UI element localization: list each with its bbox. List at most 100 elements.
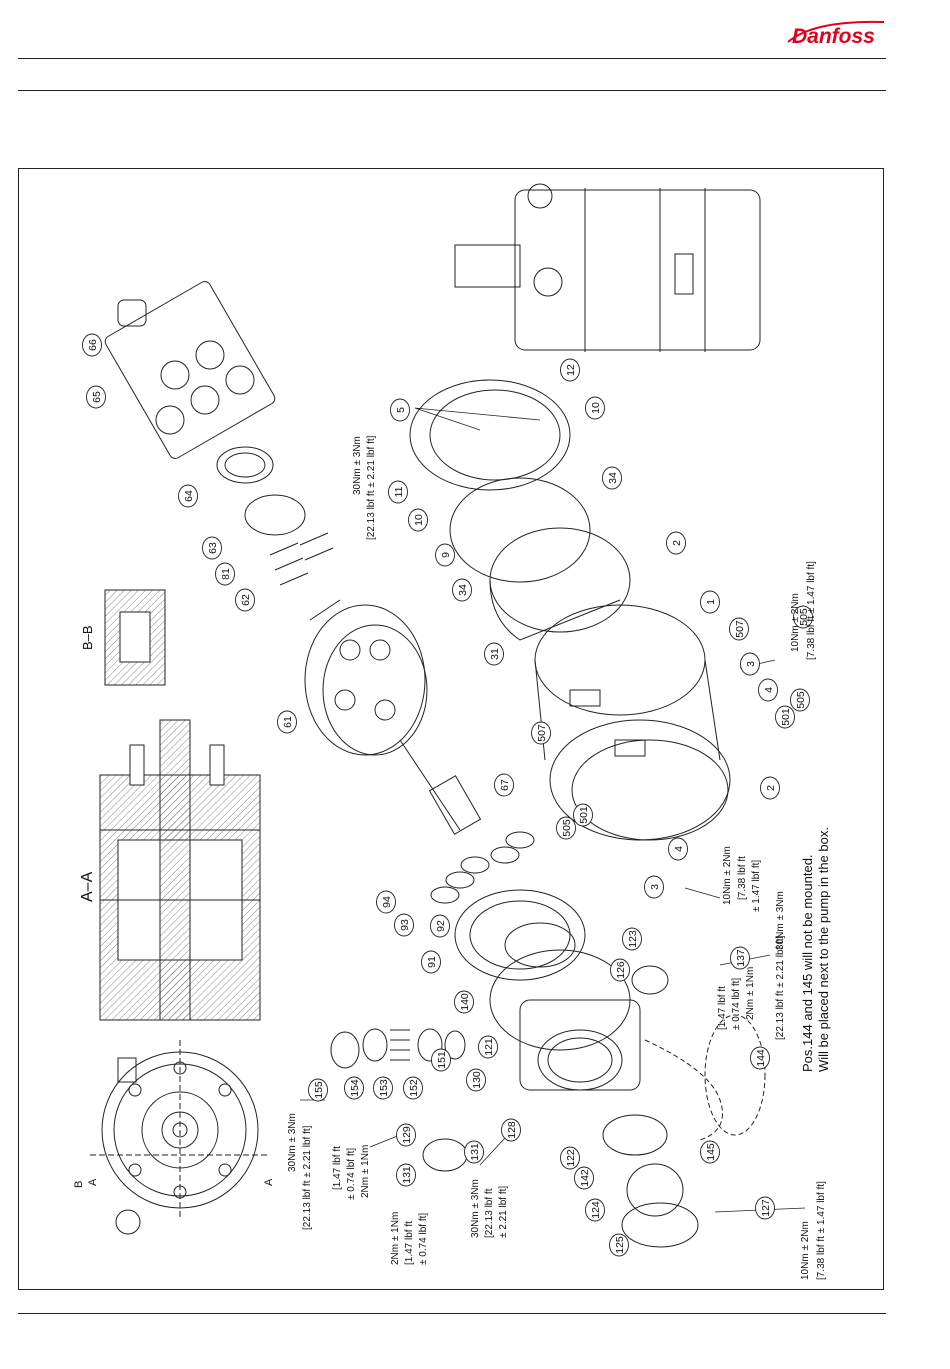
balloon-circle: [86, 385, 106, 409]
part-balloon-154: 154: [344, 1076, 364, 1100]
part-balloon-128: 128: [501, 1118, 521, 1142]
torque-10nm-a-imperial: [7.38 lbf ft ± 1.47 lbf ft]: [806, 561, 817, 660]
balloon-number: 3: [745, 661, 757, 667]
balloon-circle: [202, 536, 222, 560]
balloon-number: 61: [282, 716, 294, 728]
balloon-circle: [602, 466, 622, 490]
part-balloon-67: 67: [494, 773, 514, 797]
part-balloon-505: 505: [556, 816, 576, 840]
balloon-circle: [755, 1196, 775, 1220]
part-balloon-10: 10: [408, 508, 428, 532]
balloon-number: 63: [207, 542, 219, 554]
balloon-circle: [775, 705, 795, 729]
torque-2nm-b: 2Nm ± 1Nm: [360, 1145, 371, 1198]
torque-10nm-c: 10Nm ± 2Nm: [800, 1221, 811, 1280]
section-bb-view: [104, 589, 166, 686]
torque-30nm-d-imperial-1: [22.13 lbf ft: [484, 1188, 495, 1238]
balloon-circle: [573, 803, 593, 827]
balloon-circle: [700, 590, 720, 614]
balloon-number: 62: [240, 594, 252, 606]
balloon-circle: [344, 1076, 364, 1100]
balloon-circle: [574, 1166, 594, 1190]
part-balloon-501: 501: [775, 705, 795, 729]
torque-10nm-b: 10Nm ± 2Nm: [722, 846, 733, 905]
part-balloon-66: 66: [82, 333, 102, 357]
part-balloon-12: 12: [560, 358, 580, 382]
port-plate: [409, 379, 591, 583]
part-balloon-93: 93: [394, 913, 414, 937]
part-balloon-91: 91: [421, 950, 441, 974]
balloon-circle: [668, 837, 688, 861]
part-balloon-140: 140: [454, 990, 474, 1014]
part-balloon-10: 10: [585, 396, 605, 420]
part-balloon-3: 3: [644, 875, 664, 899]
torque-10nm-b-imperial-2: ± 1.47 lbf ft]: [751, 860, 762, 912]
balloon-circle: [466, 1068, 486, 1092]
balloon-number: 66: [87, 339, 99, 351]
balloon-number: 93: [399, 919, 411, 931]
balloon-number: 128: [506, 1121, 518, 1139]
balloon-number: 11: [393, 486, 405, 497]
balloon-number: 507: [536, 724, 548, 742]
balloon-circle: [556, 816, 576, 840]
torque-10nm-b-imperial-1: [7.38 lbf ft: [737, 856, 748, 900]
balloon-number: 122: [565, 1149, 577, 1167]
balloon-number: 155: [313, 1081, 325, 1099]
balloon-circle: [585, 396, 605, 420]
balloon-number: 94: [381, 896, 393, 908]
balloon-number: 31: [489, 648, 501, 660]
balloon-circle: [729, 617, 749, 641]
part-balloon-124: 124: [585, 1198, 605, 1222]
balloon-circle: [622, 927, 642, 951]
end-view: [90, 1040, 270, 1235]
section-aa-view: [99, 719, 261, 1021]
balloon-number: 2: [765, 785, 777, 791]
torque-30nm-b: 30Nm ± 3Nm: [775, 891, 786, 950]
cut-label-a-left: A: [87, 1178, 99, 1186]
part-balloon-130: 130: [466, 1068, 486, 1092]
balloon-circle: [560, 1146, 580, 1170]
balloon-number: 142: [579, 1169, 591, 1187]
part-balloon-507: 507: [531, 721, 551, 745]
torque-10nm-c-imperial: [7.38 lbf ft ± 1.47 lbf ft]: [816, 1181, 827, 1280]
torque-2nm-b-imperial-2: ± 0.74 lbf ft]: [346, 1148, 357, 1200]
header-rule-top: [18, 58, 886, 59]
part-balloon-92: 92: [430, 914, 450, 938]
danfoss-logo: Danfoss: [787, 20, 885, 48]
balloon-number: 123: [627, 930, 639, 948]
part-balloon-2: 2: [760, 776, 780, 800]
torque-30nm-c-imperial: [22.13 lbf ft ± 2.21 lbf ft]: [302, 1125, 313, 1230]
balloon-circle: [560, 358, 580, 382]
cut-label-a-right: A: [263, 1178, 275, 1186]
balloon-circle: [396, 1123, 416, 1147]
note-line-1: Pos.144 and 145 will not be mounted.: [800, 854, 815, 1072]
balloon-circle: [431, 1048, 451, 1072]
assembled-pump: [454, 183, 761, 352]
balloon-circle: [609, 1233, 629, 1257]
balloon-number: 10: [590, 402, 602, 414]
part-balloon-505: 505: [790, 688, 810, 712]
part-balloon-2: 2: [666, 531, 686, 555]
part-balloon-505: 505: [793, 605, 813, 629]
part-balloon-11: 11: [388, 480, 408, 504]
balloon-number: 12: [565, 364, 577, 376]
torque-annotations: 30Nm ± 3Nm [22.13 lbf ft ± 2.21 lbf ft] …: [287, 435, 827, 1280]
torque-2nm-c: 2Nm ± 1Nm: [390, 1212, 401, 1265]
rear-housing: [422, 949, 766, 1248]
balloon-circle: [408, 508, 428, 532]
header-rule-bottom: [18, 90, 886, 91]
balloon-number: 501: [780, 708, 792, 726]
part-balloon-137: 137: [730, 946, 750, 970]
balloon-circle: [178, 484, 198, 508]
torque-2nm-c-imperial-2: ± 0.74 lbf ft]: [418, 1213, 429, 1265]
balloon-circle: [430, 914, 450, 938]
torque-30nm-c: 30Nm ± 3Nm: [287, 1113, 298, 1172]
balloon-circle: [700, 1140, 720, 1164]
balloon-number: 151: [436, 1051, 448, 1069]
balloon-number: 2: [671, 540, 683, 546]
balloon-number: 34: [607, 472, 619, 484]
part-balloon-34: 34: [602, 466, 622, 490]
balloon-number: 3: [649, 884, 661, 890]
balloon-circle: [666, 531, 686, 555]
